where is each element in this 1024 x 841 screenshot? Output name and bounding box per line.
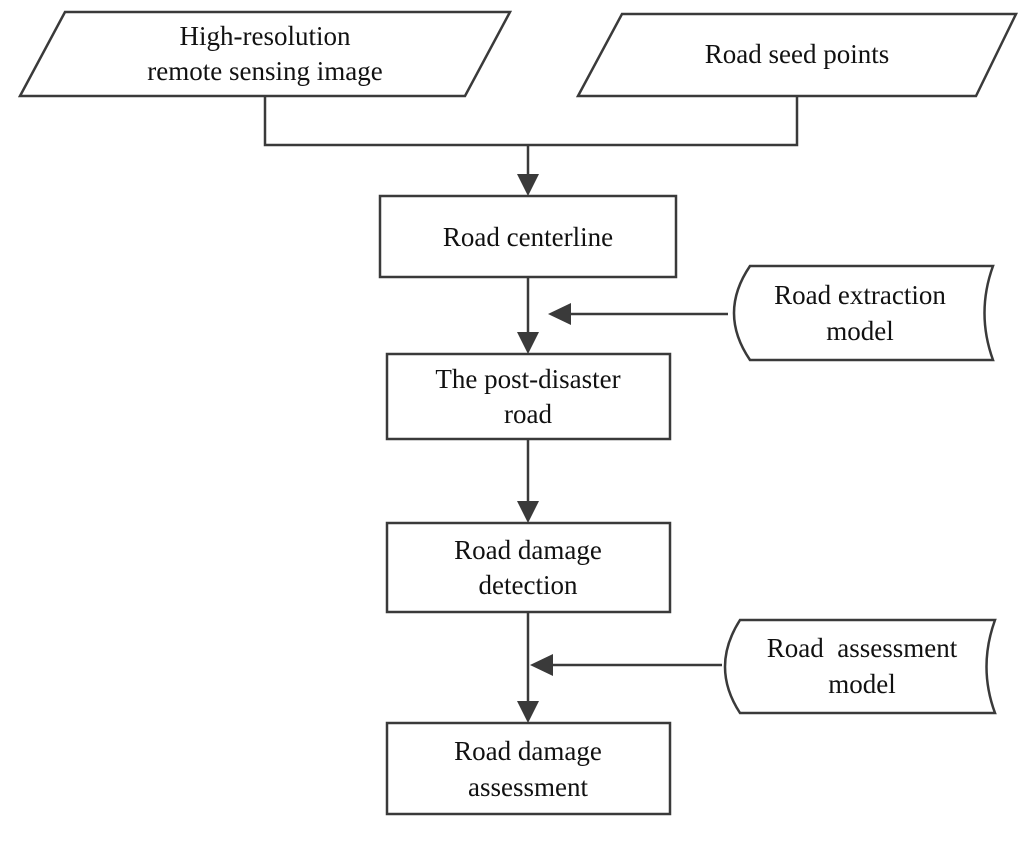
model-road-assessment: Road assessment model (723, 618, 997, 715)
arrow-extraction-model-input (548, 303, 728, 325)
parallelogram-shape (575, 12, 1019, 98)
process-box (385, 521, 672, 614)
step-assessment-line2: assessment (468, 772, 588, 802)
process-box (378, 194, 678, 279)
process-box (385, 721, 672, 816)
arrow-detection-to-assessment (517, 612, 539, 723)
arrow-head (517, 701, 539, 723)
model-extraction-line2: model (826, 316, 894, 346)
step-centerline-label: Road centerline (443, 222, 613, 252)
arrow-head (517, 332, 539, 354)
arrow-assessment-model-input (530, 654, 722, 676)
process-box (385, 352, 672, 441)
step-post-disaster-line1: The post-disaster (435, 364, 620, 394)
stored-data-shape (723, 618, 997, 715)
step-post-disaster-line2: road (504, 399, 552, 429)
arrow-centerline-to-post-disaster (517, 277, 539, 354)
merge-line (263, 96, 799, 147)
step-road-centerline: Road centerline (378, 194, 678, 279)
merge-connector (263, 96, 799, 196)
model-assessment-line1: Road assessment (767, 633, 958, 663)
arrow-head (517, 174, 539, 196)
arrow-head (530, 654, 553, 676)
step-assessment-line1: Road damage (454, 736, 602, 766)
model-extraction-line1: Road extraction (774, 280, 946, 310)
input-image-line2: remote sensing image (147, 56, 382, 86)
step-road-damage-detection: Road damage detection (385, 521, 672, 614)
arrow-head (548, 303, 571, 325)
input-image-line1: High-resolution (180, 21, 351, 51)
arrow-head (517, 501, 539, 523)
step-detection-line2: detection (479, 570, 578, 600)
stored-data-shape (732, 264, 995, 362)
input-remote-sensing-image: High-resolution remote sensing image (17, 10, 513, 98)
parallelogram-shape (17, 10, 513, 98)
model-road-extraction: Road extraction model (732, 264, 995, 362)
model-assessment-line2: model (828, 669, 896, 699)
step-detection-line1: Road damage (454, 535, 602, 565)
arrow-post-disaster-to-detection (517, 439, 539, 523)
step-road-damage-assessment: Road damage assessment (385, 721, 672, 816)
step-post-disaster-road: The post-disaster road (385, 352, 672, 441)
input-seeds-label: Road seed points (705, 39, 889, 69)
input-road-seed-points: Road seed points (575, 12, 1019, 98)
